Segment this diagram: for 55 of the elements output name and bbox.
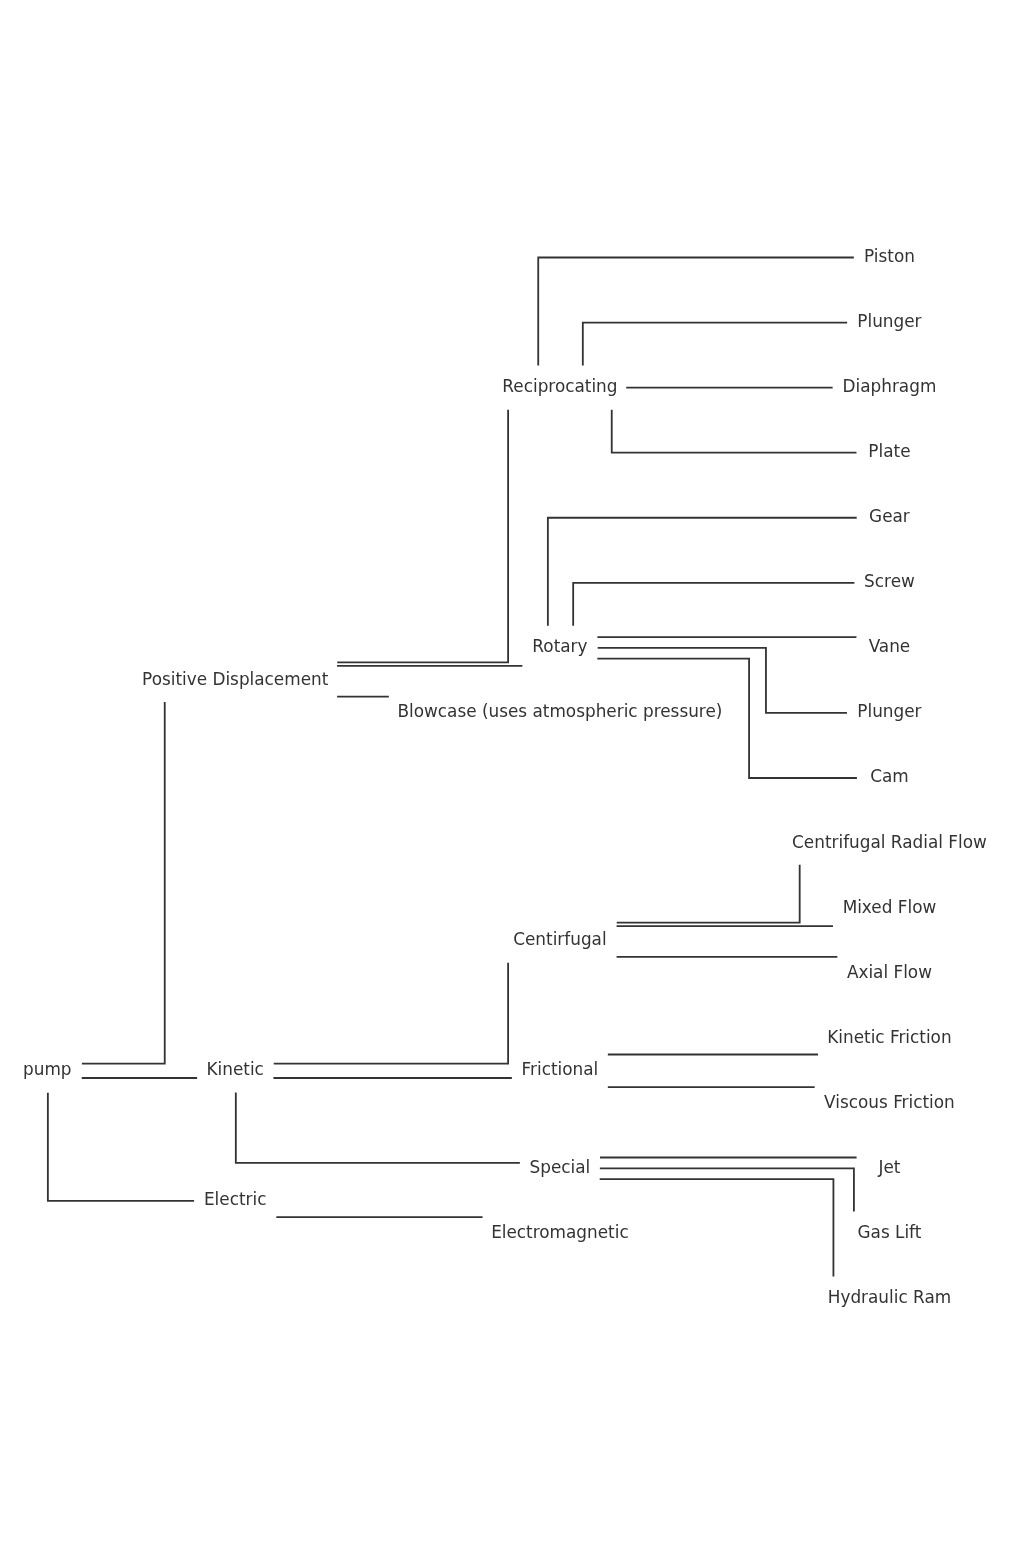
connector xyxy=(336,695,390,698)
connector xyxy=(546,516,858,627)
node-text: Hydraulic Ram xyxy=(827,1286,952,1307)
node-text: Vane xyxy=(868,636,911,657)
node-text: Centrifugal Radial Flow xyxy=(792,831,987,852)
connector xyxy=(336,408,509,664)
connector xyxy=(606,1086,816,1088)
connector xyxy=(80,1077,198,1079)
connector xyxy=(598,1178,835,1278)
connector xyxy=(615,863,801,924)
connector xyxy=(606,1053,819,1056)
node-text: Kinetic xyxy=(206,1059,264,1080)
connector xyxy=(234,1091,521,1164)
node-text: Gas Lift xyxy=(857,1221,922,1242)
node-text: pump xyxy=(23,1059,72,1080)
connector xyxy=(615,925,834,928)
connector xyxy=(272,961,509,1065)
node-text: Frictional xyxy=(521,1059,599,1080)
node-text: Plate xyxy=(868,441,911,462)
connector xyxy=(272,1077,513,1079)
node-text: Special xyxy=(529,1156,591,1177)
node-text: Blowcase (uses atmospheric pressure) xyxy=(397,701,723,722)
connector xyxy=(80,701,166,1065)
node-text: Positive Displacement xyxy=(142,668,329,689)
node-text: Electromagnetic xyxy=(491,1221,629,1242)
node-text: Electric xyxy=(203,1189,267,1210)
node-text: Gear xyxy=(869,506,910,527)
node-text: Centirfugal xyxy=(513,929,607,950)
node-text: Plunger xyxy=(857,701,922,722)
node-text: Screw xyxy=(864,571,915,592)
connector xyxy=(596,657,858,779)
connector xyxy=(598,1167,855,1213)
connector xyxy=(625,386,834,389)
connector xyxy=(275,1216,484,1219)
connector xyxy=(336,665,524,667)
connector xyxy=(610,408,858,454)
connector xyxy=(537,256,855,367)
connector xyxy=(581,321,849,367)
node-text: Kinetic Friction xyxy=(827,1026,952,1047)
connector xyxy=(596,636,858,638)
node-text: Mixed Flow xyxy=(842,896,937,917)
node-text: Diaphragm xyxy=(842,376,937,397)
connector xyxy=(599,1156,858,1159)
node-text: Axial Flow xyxy=(846,961,932,982)
connector xyxy=(615,956,839,958)
connector xyxy=(572,581,856,627)
node-text: Viscous Friction xyxy=(824,1091,955,1112)
node-text: Rotary xyxy=(532,636,588,657)
connector xyxy=(46,1091,195,1202)
node-text: Cam xyxy=(870,766,909,787)
node-text: Reciprocating xyxy=(502,376,618,397)
connector xyxy=(596,646,848,714)
node-text: Plunger xyxy=(857,311,922,332)
node-text: Piston xyxy=(864,245,915,266)
node-text: Jet xyxy=(878,1156,901,1177)
